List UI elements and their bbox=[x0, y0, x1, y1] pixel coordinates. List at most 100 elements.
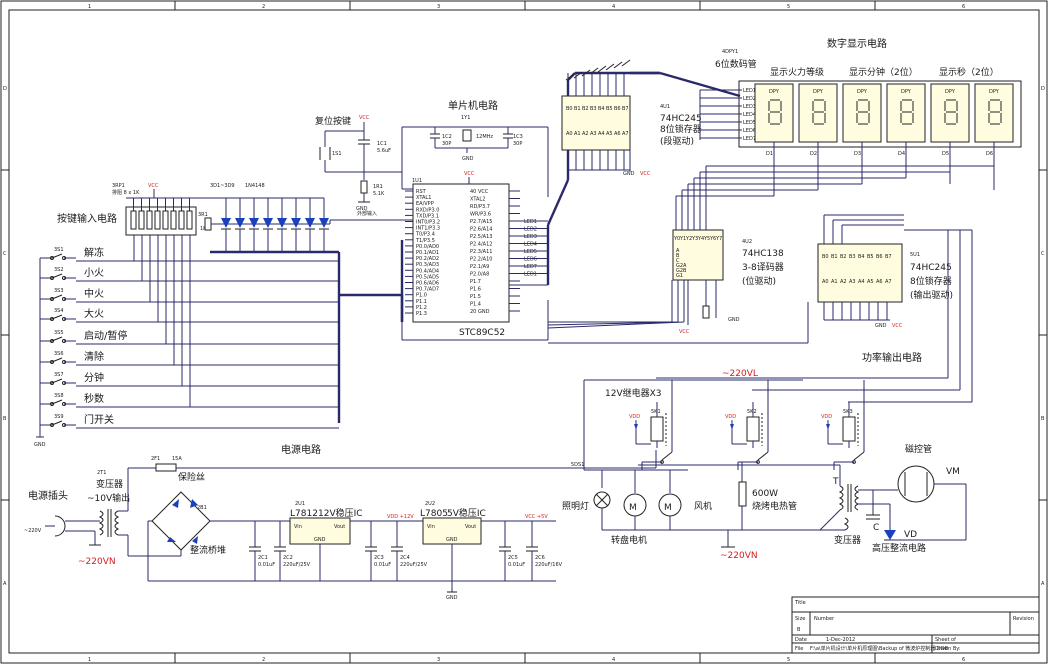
relay-coil bbox=[746, 416, 760, 442]
mcu-pin-label: 40 VCC bbox=[470, 189, 489, 195]
regulator12-part: L7812 bbox=[290, 509, 318, 519]
decoder-vcc: VCC bbox=[679, 329, 690, 335]
mcu-pin-label: 20 GND bbox=[470, 309, 490, 315]
key-switch-label: 解冻 bbox=[84, 246, 104, 259]
grid-number: 4 bbox=[612, 657, 615, 663]
mcu-pin-label: P0.4/AD4 bbox=[416, 268, 439, 274]
chip-pin-label: B4 bbox=[598, 106, 605, 112]
mcu-pin-label: P1.6 bbox=[470, 287, 481, 293]
chip-pin-label: Y3 bbox=[691, 236, 698, 242]
mcu-pin-label: P1.5 bbox=[470, 294, 481, 300]
regulator5-chip bbox=[422, 517, 482, 545]
reset-cap-ref: 1C1 bbox=[377, 141, 387, 147]
title-block-file: File bbox=[795, 646, 803, 652]
grid-number: 5 bbox=[787, 4, 790, 10]
mcu-pin-label: P1.1 bbox=[416, 299, 427, 305]
transformer-t-label: T bbox=[832, 477, 839, 487]
key-switch-ref: 3S1 bbox=[54, 247, 64, 253]
chip-pin-label: Y1 bbox=[679, 236, 686, 242]
mcu-pin-label: EA/VPP bbox=[416, 201, 434, 207]
key-switch-label: 分钟 bbox=[84, 371, 104, 384]
chip-pin-label: Y6 bbox=[709, 236, 716, 242]
display-group-seconds: 显示秒（2位） bbox=[939, 66, 999, 78]
chip-pin-label: B bbox=[676, 253, 680, 259]
title-block-revision: Revision bbox=[1013, 616, 1034, 622]
power-plug-icon bbox=[54, 515, 66, 537]
keys-section-title: 按键输入电路 bbox=[57, 212, 117, 225]
diode-icon bbox=[235, 218, 245, 228]
grid-letter: C bbox=[1041, 251, 1045, 257]
chip-pin-label: Y0 bbox=[673, 236, 680, 242]
relay-vdd-label: VDD bbox=[821, 414, 832, 420]
mcu-pin-label: RD/P3.7 bbox=[470, 204, 490, 210]
output-latch-vcc: VCC bbox=[892, 323, 903, 329]
resistor-pack-value: 排阻 8 x 1K bbox=[112, 189, 140, 196]
diode-icon bbox=[277, 218, 287, 228]
output-latch-chip bbox=[817, 243, 903, 303]
mcu-chip bbox=[412, 183, 510, 323]
chip-pin-label: B7 bbox=[885, 254, 892, 260]
grid-letter: C bbox=[3, 251, 7, 257]
hv-diode-label: VD bbox=[904, 530, 917, 540]
chip-pin-label: G1 bbox=[676, 273, 683, 279]
chip-pin-label: B6 bbox=[876, 254, 883, 260]
key-switch-label: 清除 bbox=[84, 350, 104, 363]
mcu-pin-label: TXD/P3.1 bbox=[415, 213, 439, 219]
supply-cap-value: 0.01uF bbox=[374, 562, 391, 568]
fuse-label: 保险丝 bbox=[178, 471, 205, 483]
live-line-label: ~220VL bbox=[722, 369, 758, 379]
key-switch-label: 启动/暂停 bbox=[84, 329, 127, 342]
mcu-pin-label: INT0/P3.2 bbox=[416, 220, 440, 226]
supply-cap-ref: 2C1 bbox=[258, 555, 268, 561]
fuse-icon bbox=[155, 463, 177, 472]
relay-ref: 5K2 bbox=[747, 409, 757, 415]
key-switch-label: 小火 bbox=[84, 267, 104, 279]
title-block-sheet: Sheet of bbox=[935, 637, 956, 643]
fuse-ref: 2F1 bbox=[151, 456, 160, 462]
digit-label: DPY bbox=[769, 89, 780, 95]
chip-pin-label: A5 bbox=[867, 279, 874, 285]
key-switch-label: 门开关 bbox=[84, 413, 114, 426]
power-neutral-label: ~220VN bbox=[78, 557, 116, 567]
vcc-rail-label: VCC +5V bbox=[525, 514, 548, 520]
supply-cap-value: 0.01uF bbox=[508, 562, 525, 568]
mcu-pin-label: XTAL2 bbox=[470, 197, 485, 203]
chip-pin-label: A2 bbox=[582, 131, 589, 137]
resistor-pack-cell bbox=[162, 210, 169, 230]
regulator5-gnd: GND bbox=[446, 537, 458, 543]
key-switch-label: 大火 bbox=[84, 307, 104, 320]
mcu-pin-label: P2.2/A10 bbox=[470, 257, 492, 263]
heater-label: 烧烤电热管 bbox=[752, 500, 797, 512]
supply-gnd-label: GND bbox=[446, 595, 458, 601]
hv-cap-label: C bbox=[873, 523, 879, 533]
segment-latch-desc: 8位锁存器 bbox=[660, 123, 702, 135]
chip-pin-label: A bbox=[676, 248, 680, 254]
supply-cap-ref: 2C2 bbox=[283, 555, 293, 561]
chip-pin-label: A0 bbox=[822, 279, 829, 285]
title-block-date: Date bbox=[795, 637, 807, 643]
seven-segment-display: 4DPY1 6位数码管 显示火力等级 显示分钟（2位） 显示秒（2位） LED1… bbox=[699, 49, 1022, 190]
output-latch-role: (输出驱动) bbox=[910, 289, 953, 301]
fuse-value: 15A bbox=[172, 456, 182, 462]
display-line-label: LED6 bbox=[743, 128, 756, 134]
plug-label: 电源插头 bbox=[28, 489, 68, 502]
title-block-date-value: 1-Dec-2012 bbox=[826, 637, 855, 643]
mcu-pin-label: P2.6/A14 bbox=[470, 227, 492, 233]
mcu-pin-label: RST bbox=[416, 189, 427, 195]
chip-pin-label: A0 bbox=[566, 131, 573, 137]
chip-pin-label: B2 bbox=[582, 106, 589, 112]
mcu-pin-label: P2.5/A13 bbox=[470, 234, 492, 240]
title-block-title: Title bbox=[794, 600, 806, 606]
resistor-pack-ref: 3RP1 bbox=[112, 183, 125, 189]
key-switch-ref: 3S3 bbox=[54, 288, 64, 294]
mcu-pin-label: P1.3 bbox=[416, 311, 427, 317]
chip-pin-label: B2 bbox=[840, 254, 847, 260]
digit-ref: D5 bbox=[942, 151, 949, 157]
mcu-pin-label: P0.2/AD2 bbox=[416, 256, 439, 262]
supply-cap-ref: 2C3 bbox=[374, 555, 384, 561]
regulator5-ref: 2U2 bbox=[425, 501, 435, 507]
diode-icon bbox=[221, 218, 231, 228]
mcu-pin-label: P0.6/AD6 bbox=[416, 281, 439, 287]
